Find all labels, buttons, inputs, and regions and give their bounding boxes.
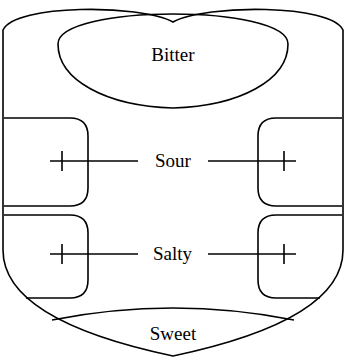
leader-tick [61, 151, 63, 171]
taste-label: Sour [153, 150, 193, 172]
salty-region-left [4, 215, 88, 298]
sour-region-right [258, 118, 342, 206]
salty-region-right [258, 215, 342, 298]
leader-line [208, 160, 296, 162]
taste-name: Sweet [150, 323, 196, 345]
sour-region-left [4, 118, 88, 206]
sweet-region [52, 308, 294, 320]
tongue-outline [3, 9, 343, 356]
taste-region: Bitter [98, 35, 248, 75]
leader-line [50, 160, 138, 162]
leader-tick [283, 244, 285, 264]
taste-region: Sweet [133, 322, 213, 346]
leader-line [208, 253, 296, 255]
bitter-region [58, 14, 288, 108]
taste-label: Salty [151, 243, 194, 265]
leader-tick [61, 244, 63, 264]
leader-line [50, 253, 138, 255]
leader-tick [283, 151, 285, 171]
taste-name: Bitter [151, 44, 194, 66]
